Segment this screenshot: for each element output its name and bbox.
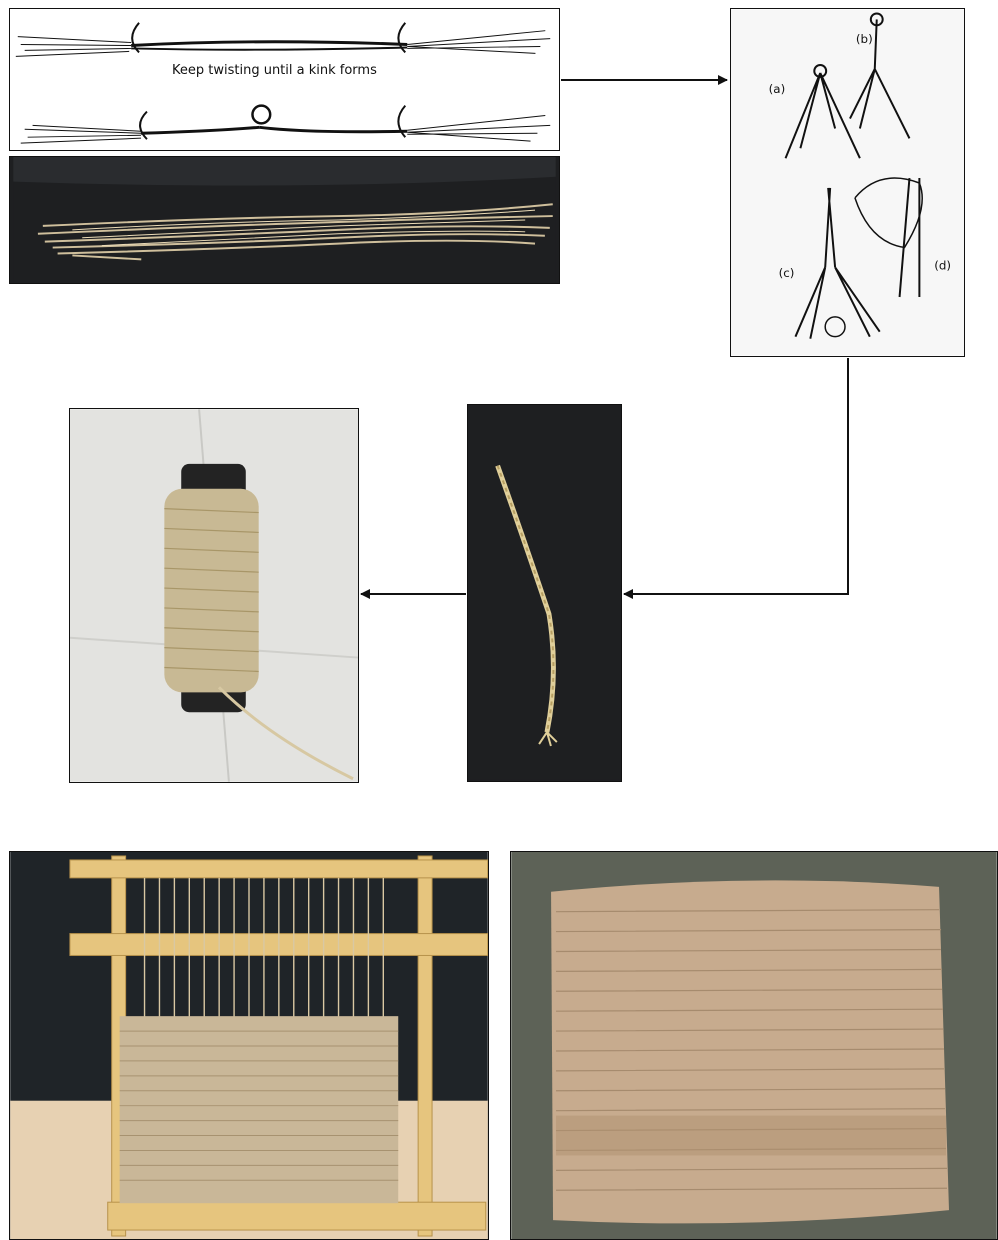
ply-label-a: (a) bbox=[769, 82, 786, 96]
twisted-fiber-sketch-icon bbox=[10, 9, 559, 150]
spooled-yarn-photo bbox=[69, 408, 359, 783]
ply-label-b: (b) bbox=[856, 32, 873, 46]
ply-label-d: (d) bbox=[934, 258, 951, 272]
twist-caption: Keep twisting until a kink forms bbox=[172, 63, 377, 78]
raw-fiber-photo bbox=[9, 156, 560, 284]
raw-fiber-bundle-icon bbox=[10, 157, 559, 283]
twisting-sketch-panel bbox=[9, 8, 560, 151]
plying-steps-sketch: (a) (b) (c) (d) bbox=[730, 8, 965, 357]
two-ply-twisting-steps-icon: (a) (b) (c) (d) bbox=[731, 9, 964, 356]
woven-textile-photo bbox=[510, 851, 998, 1240]
loom-weaving-photo bbox=[9, 851, 489, 1240]
wooden-frame-loom-icon bbox=[10, 852, 488, 1239]
arrow-ply-to-twine bbox=[624, 358, 848, 594]
yarn-spool-icon bbox=[70, 409, 358, 782]
single-twine-photo bbox=[467, 404, 622, 782]
twisted-twine-icon bbox=[468, 405, 621, 781]
woven-sample-icon bbox=[511, 852, 997, 1239]
ply-label-c: (c) bbox=[779, 266, 795, 280]
